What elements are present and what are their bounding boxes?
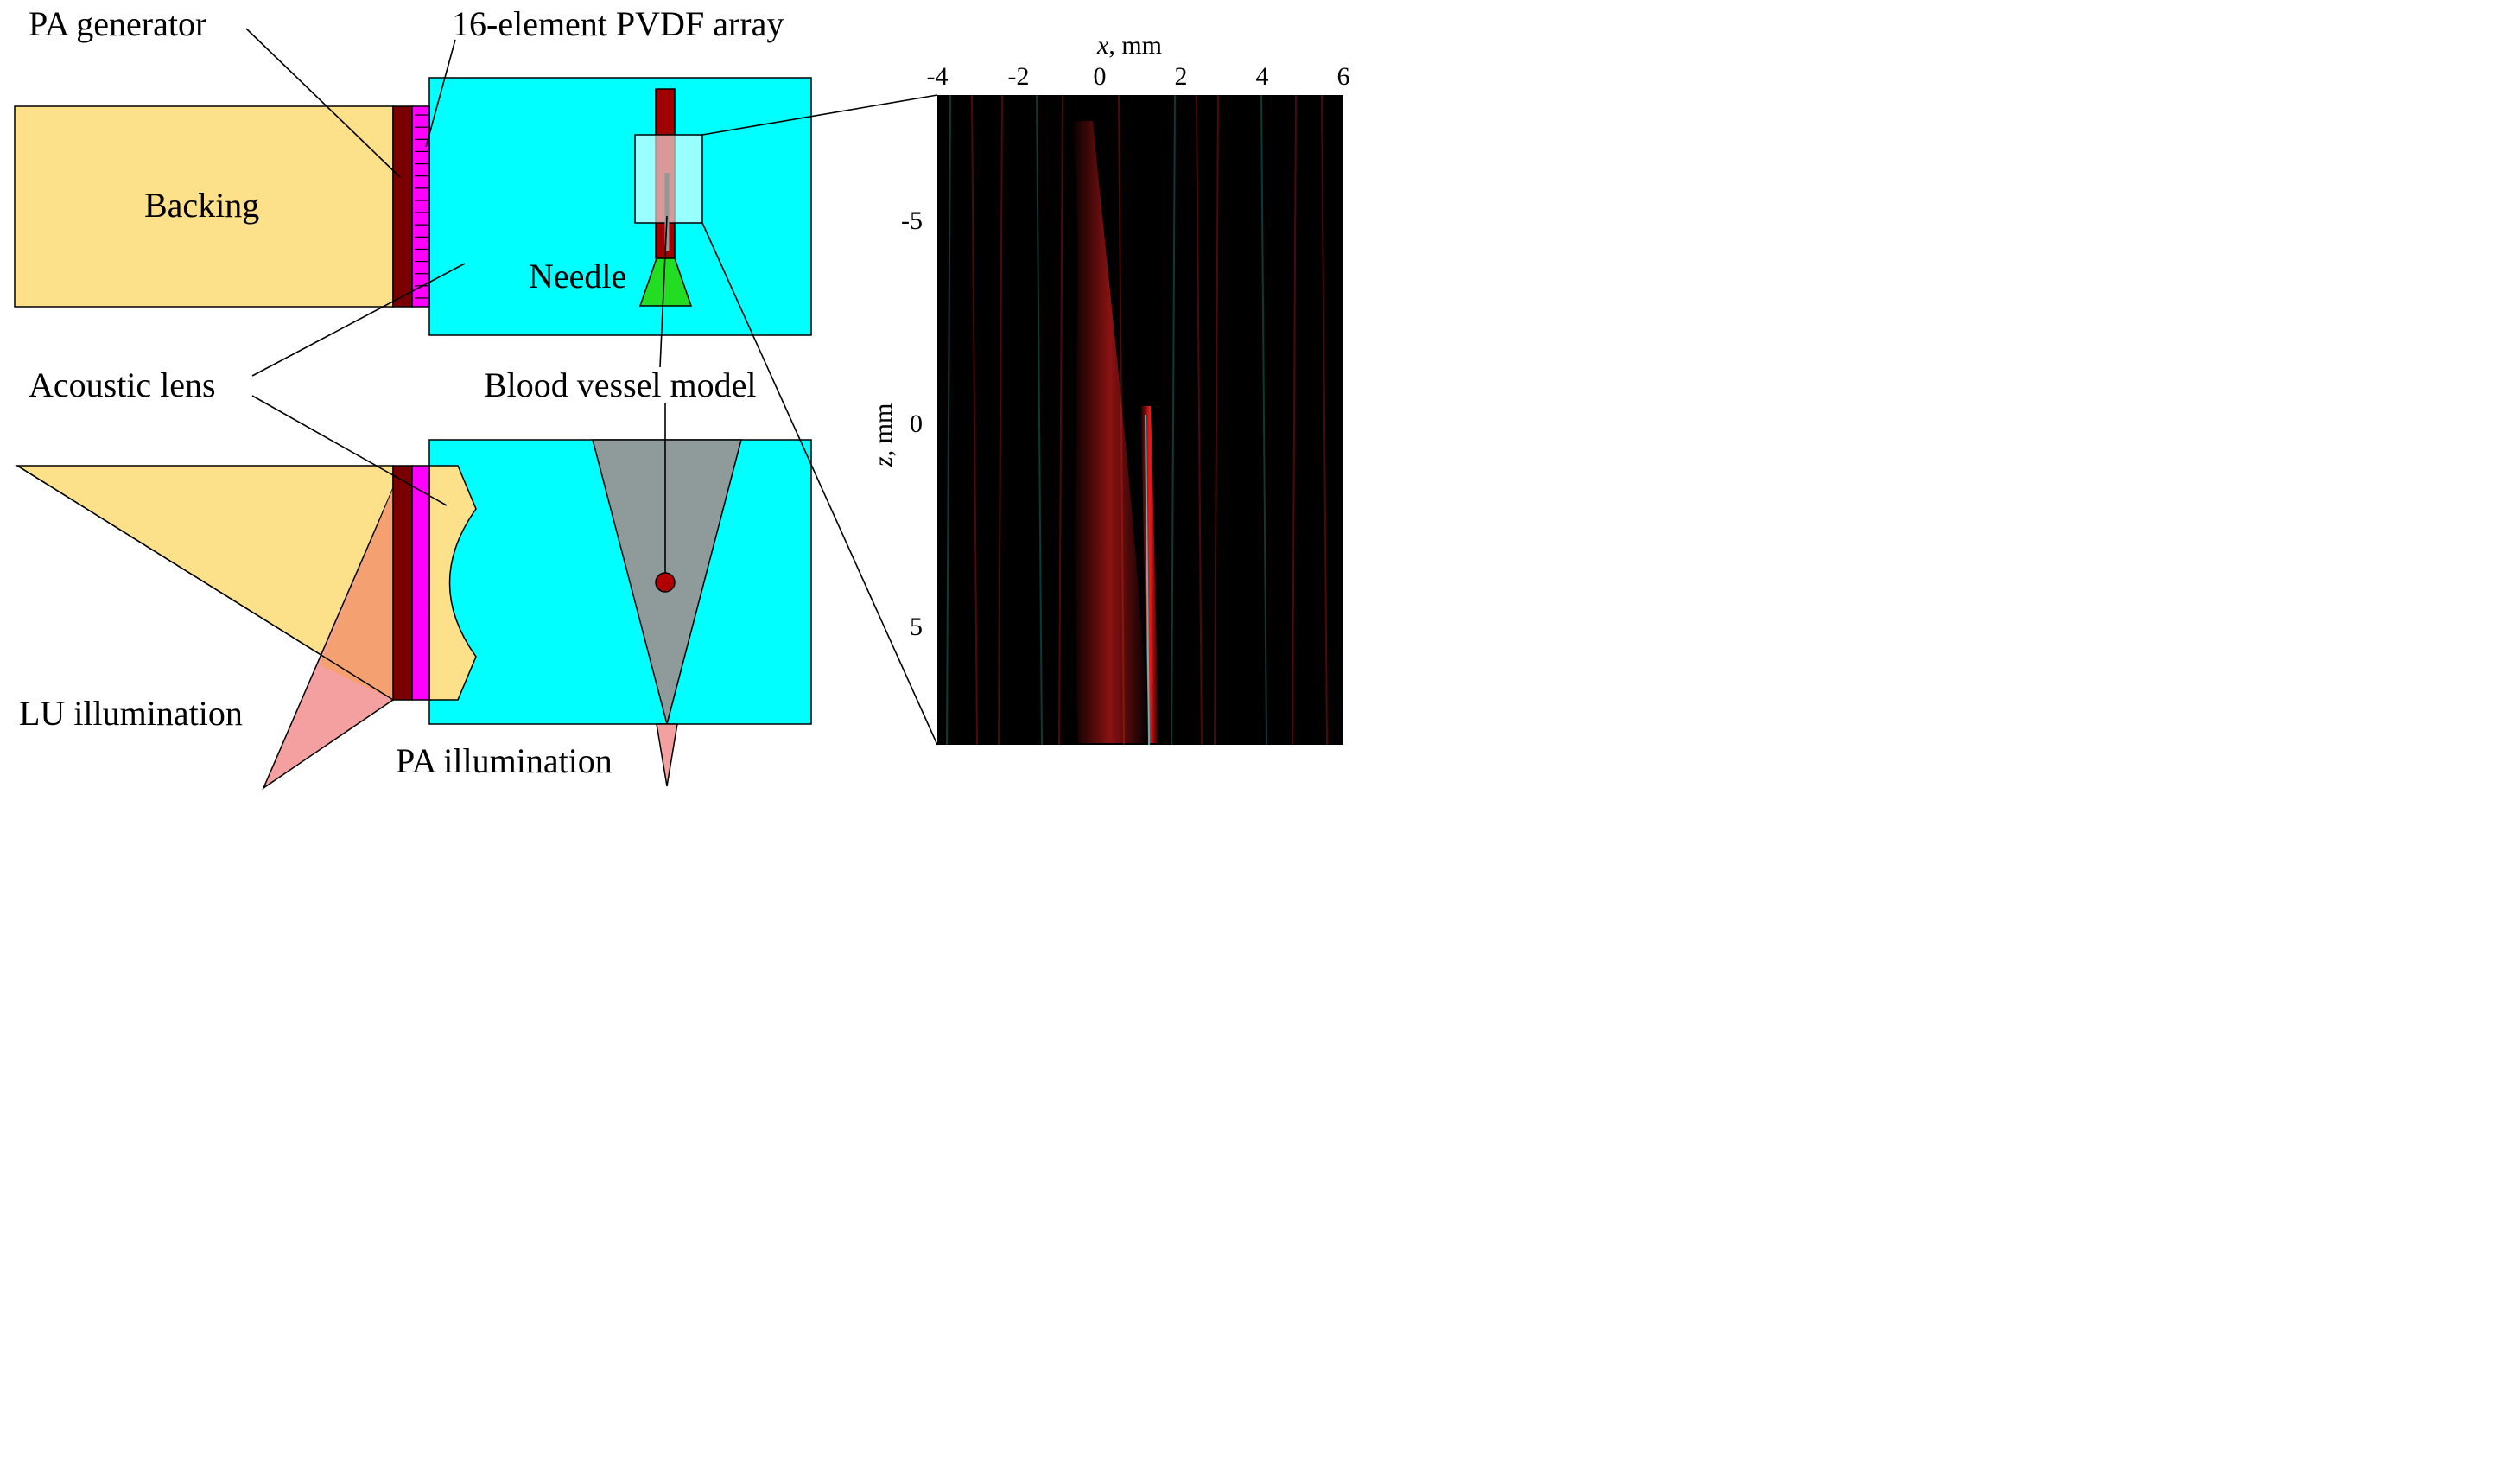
label-acoustic-lens: Acoustic lens (29, 365, 216, 404)
pvdf-array-top (411, 105, 430, 308)
x-tick-label: 6 (1337, 62, 1350, 91)
x-tick-label: -4 (927, 62, 949, 91)
pvdf-array-side (411, 465, 430, 701)
image-streaks (946, 95, 1328, 745)
label-pvdf-array: 16-element PVDF array (452, 4, 784, 43)
pvdf-elements (415, 114, 428, 299)
x-tick-labels: -4 -2 0 2 4 6 (927, 62, 1350, 91)
image-streak (1260, 95, 1267, 745)
image-streak (1058, 95, 1063, 745)
image-content (946, 95, 1328, 745)
needle-hub (638, 257, 693, 307)
pa-generator-side (392, 465, 413, 701)
zoom-line-top (701, 94, 938, 136)
label-needle: Needle (529, 257, 626, 295)
z-axis-label: z, mm (869, 403, 898, 467)
label-backing: Backing (144, 186, 259, 225)
x-axis-var: x, mm (1096, 31, 1162, 60)
z-tick-label: 0 (910, 410, 923, 438)
leader-lines (245, 28, 938, 746)
lu-illumination-overlap (320, 488, 393, 700)
z-tick-labels: -5 0 5 (901, 206, 923, 641)
acoustic-lens-side (428, 465, 477, 701)
labels: PA generator 16-element PVDF array Backi… (19, 4, 784, 780)
leader-vessel-top (659, 215, 668, 368)
side-view (15, 439, 812, 791)
image-streak (1171, 95, 1176, 745)
x-tick-label: 4 (1256, 62, 1269, 91)
pa-illumination-beam-tail (656, 723, 678, 787)
setup-diagram: PA generator 16-element PVDF array Backi… (14, 4, 1350, 791)
leader-pvdf (425, 39, 456, 148)
zoom-line-bottom (701, 222, 938, 746)
image-streak (1292, 95, 1297, 745)
image-streak (946, 95, 951, 745)
x-tick-label: -2 (1008, 62, 1030, 91)
backing-top (14, 105, 394, 308)
image-main-red-band (1071, 121, 1149, 743)
pa-generator-top (392, 105, 413, 308)
label-lu-illumination: LU illumination (19, 694, 243, 733)
x-tick-label: 2 (1175, 62, 1188, 91)
z-tick-label: 5 (910, 613, 923, 641)
image-streak (1321, 95, 1328, 745)
image-core-red (1140, 406, 1159, 743)
blood-vessel-cross-section (655, 572, 676, 593)
top-view (14, 77, 812, 336)
image-streak (1214, 95, 1219, 745)
label-pa-illumination: PA illumination (396, 741, 613, 780)
z-tick-label: -5 (901, 206, 923, 235)
image-core-cyan (1145, 414, 1150, 745)
image-streak (998, 95, 1003, 745)
leader-lens-side (251, 395, 448, 506)
x-tick-label: 0 (1094, 62, 1107, 91)
label-blood-vessel-model: Blood vessel model (484, 365, 757, 404)
leader-pa-generator (245, 28, 401, 178)
image-panel: x, mm -4 -2 0 2 4 6 z, mm -5 0 5 (869, 31, 1350, 745)
label-pa-generator: PA generator (29, 4, 206, 43)
image-streak (1036, 95, 1043, 745)
image-streak (971, 95, 978, 745)
leader-lens-top (251, 263, 466, 377)
water-tank-top (428, 77, 812, 336)
image-streak (1196, 95, 1203, 745)
lu-beam-edge (16, 465, 394, 701)
